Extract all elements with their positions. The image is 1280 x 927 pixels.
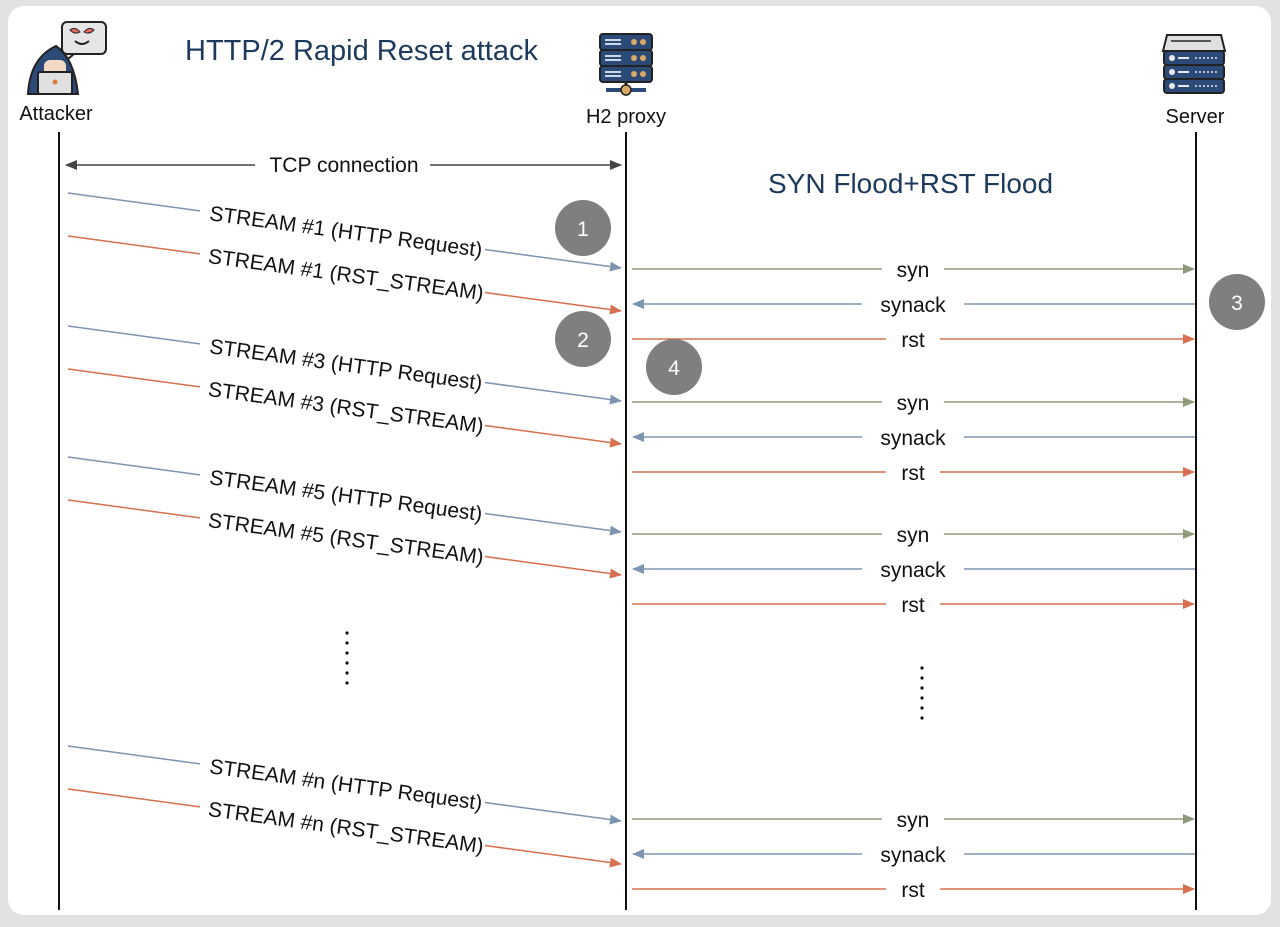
synack-label: synack [880, 294, 946, 317]
ellipsis-left [345, 631, 349, 685]
rst-label: rst [901, 594, 924, 617]
step-badge-3: 3 [1209, 274, 1265, 330]
synack-label: synack [880, 427, 946, 450]
syn-label: syn [897, 392, 930, 415]
rst-flow: rst [632, 462, 1195, 485]
tcp-connection-label: TCP connection [269, 154, 418, 177]
rst-flow: rst [632, 594, 1195, 617]
rst-flow: rst [632, 879, 1195, 902]
server-network-icon [599, 33, 653, 96]
syn-label: syn [897, 524, 930, 547]
step-badge-4: 4 [646, 339, 702, 395]
stream-request-message: STREAM #n (HTTP Request) [67, 745, 622, 825]
syn-flow: syn [632, 392, 1195, 415]
step-badge-2: 2 [555, 311, 611, 367]
synack-flow: synack [632, 559, 1195, 582]
synack-flow: synack [632, 294, 1195, 317]
hacker-icon [26, 21, 107, 95]
synack-label: synack [880, 559, 946, 582]
syn-flow: syn [632, 809, 1195, 832]
rst-label: rst [901, 329, 924, 352]
actor-server-label: Server [1166, 106, 1225, 128]
rst-label: rst [901, 879, 924, 902]
diagram-panel [8, 6, 1271, 915]
actor-proxy-label: H2 proxy [586, 106, 666, 128]
syn-flow: syn [632, 259, 1195, 282]
synack-label: synack [880, 844, 946, 867]
stream-reset-message: STREAM #5 (RST_STREAM) [67, 499, 622, 579]
diagram-subtitle: SYN Flood+RST Flood [768, 168, 1053, 199]
synack-flow: synack [632, 844, 1195, 867]
svg-text:2: 2 [577, 329, 589, 352]
rst-flow: rst [632, 329, 1195, 352]
synack-flow: synack [632, 427, 1195, 450]
backend-flows: syn synack rst syn synack rst syn synack rst syn s… [632, 259, 1195, 902]
rst-label: rst [901, 462, 924, 485]
server-rack-icon [1161, 34, 1227, 94]
syn-label: syn [897, 809, 930, 832]
stream-reset-message: STREAM #3 (RST_STREAM) [67, 368, 622, 448]
stream-request-message: STREAM #5 (HTTP Request) [67, 456, 622, 536]
svg-text:3: 3 [1231, 292, 1243, 315]
diagram-title: HTTP/2 Rapid Reset attack [185, 35, 538, 67]
stream-reset-message: STREAM #n (RST_STREAM) [67, 788, 622, 868]
stream-request-message: STREAM #3 (HTTP Request) [67, 325, 622, 405]
ellipsis-right [920, 666, 924, 720]
svg-text:4: 4 [668, 357, 680, 380]
actor-attacker-label: Attacker [19, 103, 93, 125]
syn-label: syn [897, 259, 930, 282]
svg-text:1: 1 [577, 218, 589, 241]
stream-messages: STREAM #1 (HTTP Request)STREAM #1 (RST_S… [67, 192, 622, 868]
syn-flow: syn [632, 524, 1195, 547]
stream-request-message: STREAM #1 (HTTP Request) [67, 192, 622, 272]
tcp-connection-arrow: TCP connection [65, 154, 622, 177]
step-badge-1: 1 [555, 200, 611, 256]
stream-reset-message: STREAM #1 (RST_STREAM) [67, 235, 622, 315]
